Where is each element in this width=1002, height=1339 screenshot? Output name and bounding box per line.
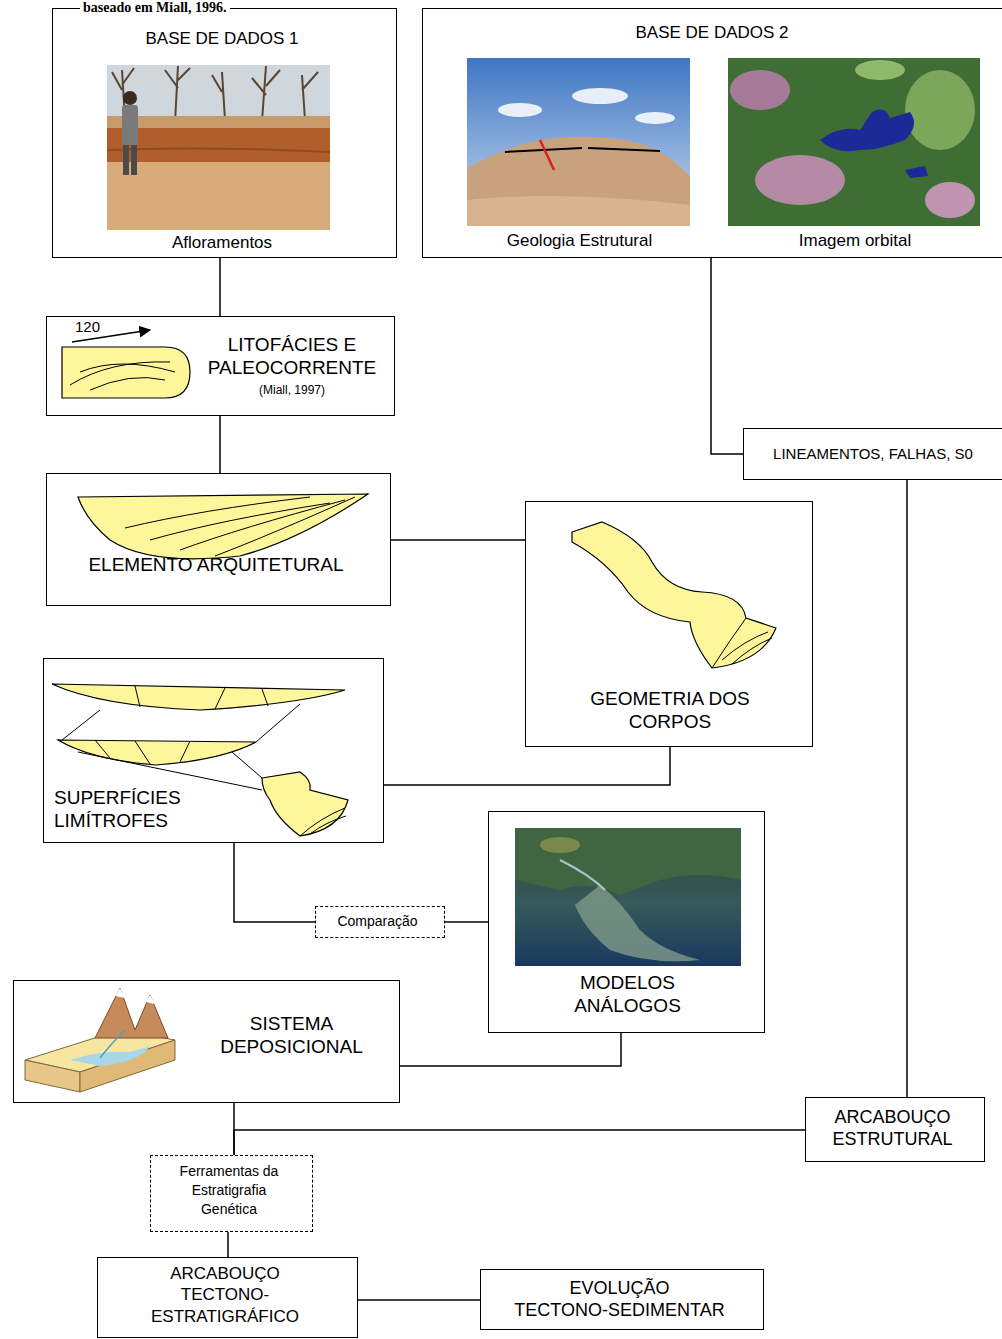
connector-line [400,1033,621,1066]
process-box: 120LITOFÁCIES E PALEOCORRENTE (Miall, 199… [46,316,395,416]
process-box: MODELOS ANÁLOGOS [488,811,765,1033]
bounding-surfaces-icon [52,684,348,836]
box-title: ARCABOUÇO TECTONO- ESTRATIGRÁFICO [98,1263,352,1327]
structural-photo [467,58,690,226]
box-title: SISTEMA DEPOSICIONAL [189,1013,394,1059]
box-title: MODELOS ANÁLOGOS [509,972,746,1018]
process-box: ARCABOUÇO TECTONO- ESTRATIGRÁFICO [97,1257,358,1338]
process-box: EVOLUÇÃO TECTONO-SEDIMENTAR [480,1269,764,1330]
connector-line [391,539,525,541]
box-title: Comparação [316,913,439,930]
connector-line [219,258,221,316]
box-title: SUPERFÍCIES LIMÍTROFES [54,787,224,833]
connector-line [358,1299,480,1301]
depositional-block-icon [25,988,175,1092]
box-text: LITOFÁCIES E PALEOCORRENTE [197,334,387,380]
box-title: ARCABOUÇO ESTRUTURAL [806,1107,979,1150]
box-title: BASE DE DADOS 1 [53,29,391,49]
connector-line [234,1130,805,1155]
lithofacies-icon [62,330,190,398]
box-text: Afloramentos [53,233,391,253]
box-text: Imagem orbital [729,231,981,251]
box-text: Geologia Estrutural [468,231,691,251]
connector-line [384,747,670,785]
analog-model-photo [515,828,741,966]
process-box: SISTEMA DEPOSICIONAL [13,980,400,1103]
architectural-element-icon [78,494,368,559]
connector-line [219,416,221,473]
process-box: ELEMENTO ARQUITETURAL [46,473,391,606]
process-box: LINEAMENTOS, FALHAS, S0 [743,428,1002,480]
source-note: baseado em Miall, 1996. [80,0,230,16]
dashed-step-box: Comparação [315,906,445,938]
orbital-image [728,58,980,226]
process-box: ARCABOUÇO ESTRUTURAL [805,1097,985,1162]
connector-line [711,258,743,454]
connector-line [906,480,908,1097]
process-box: GEOMETRIA DOS CORPOS [525,501,813,747]
box-title: 120 [75,318,115,336]
outcrop-photo [107,65,330,230]
process-box: SUPERFÍCIES LIMÍTROFES [43,658,384,843]
process-box: BASE DE DADOS 2 Geologia Estrutural Imagem… [422,8,1002,258]
box-title: LINEAMENTOS, FALHAS, S0 [744,445,1002,463]
channel-body-icon [572,522,776,668]
box-text: (Miall, 1997) [197,383,387,397]
connector-line [445,921,488,923]
box-title: GEOMETRIA DOS CORPOS [546,688,794,734]
box-title: BASE DE DADOS 2 [423,23,1001,43]
box-title: ELEMENTO ARQUITETURAL [47,554,385,577]
connector-line [227,1232,229,1257]
box-title: EVOLUÇÃO TECTONO-SEDIMENTAR [481,1278,758,1321]
dashed-step-box: Ferramentas da Estratigrafia Genética [150,1155,313,1232]
process-box: BASE DE DADOS 1 Afloramentos [52,8,397,258]
box-title: Ferramentas da Estratigrafia Genética [151,1162,307,1219]
connector-line [234,843,315,922]
